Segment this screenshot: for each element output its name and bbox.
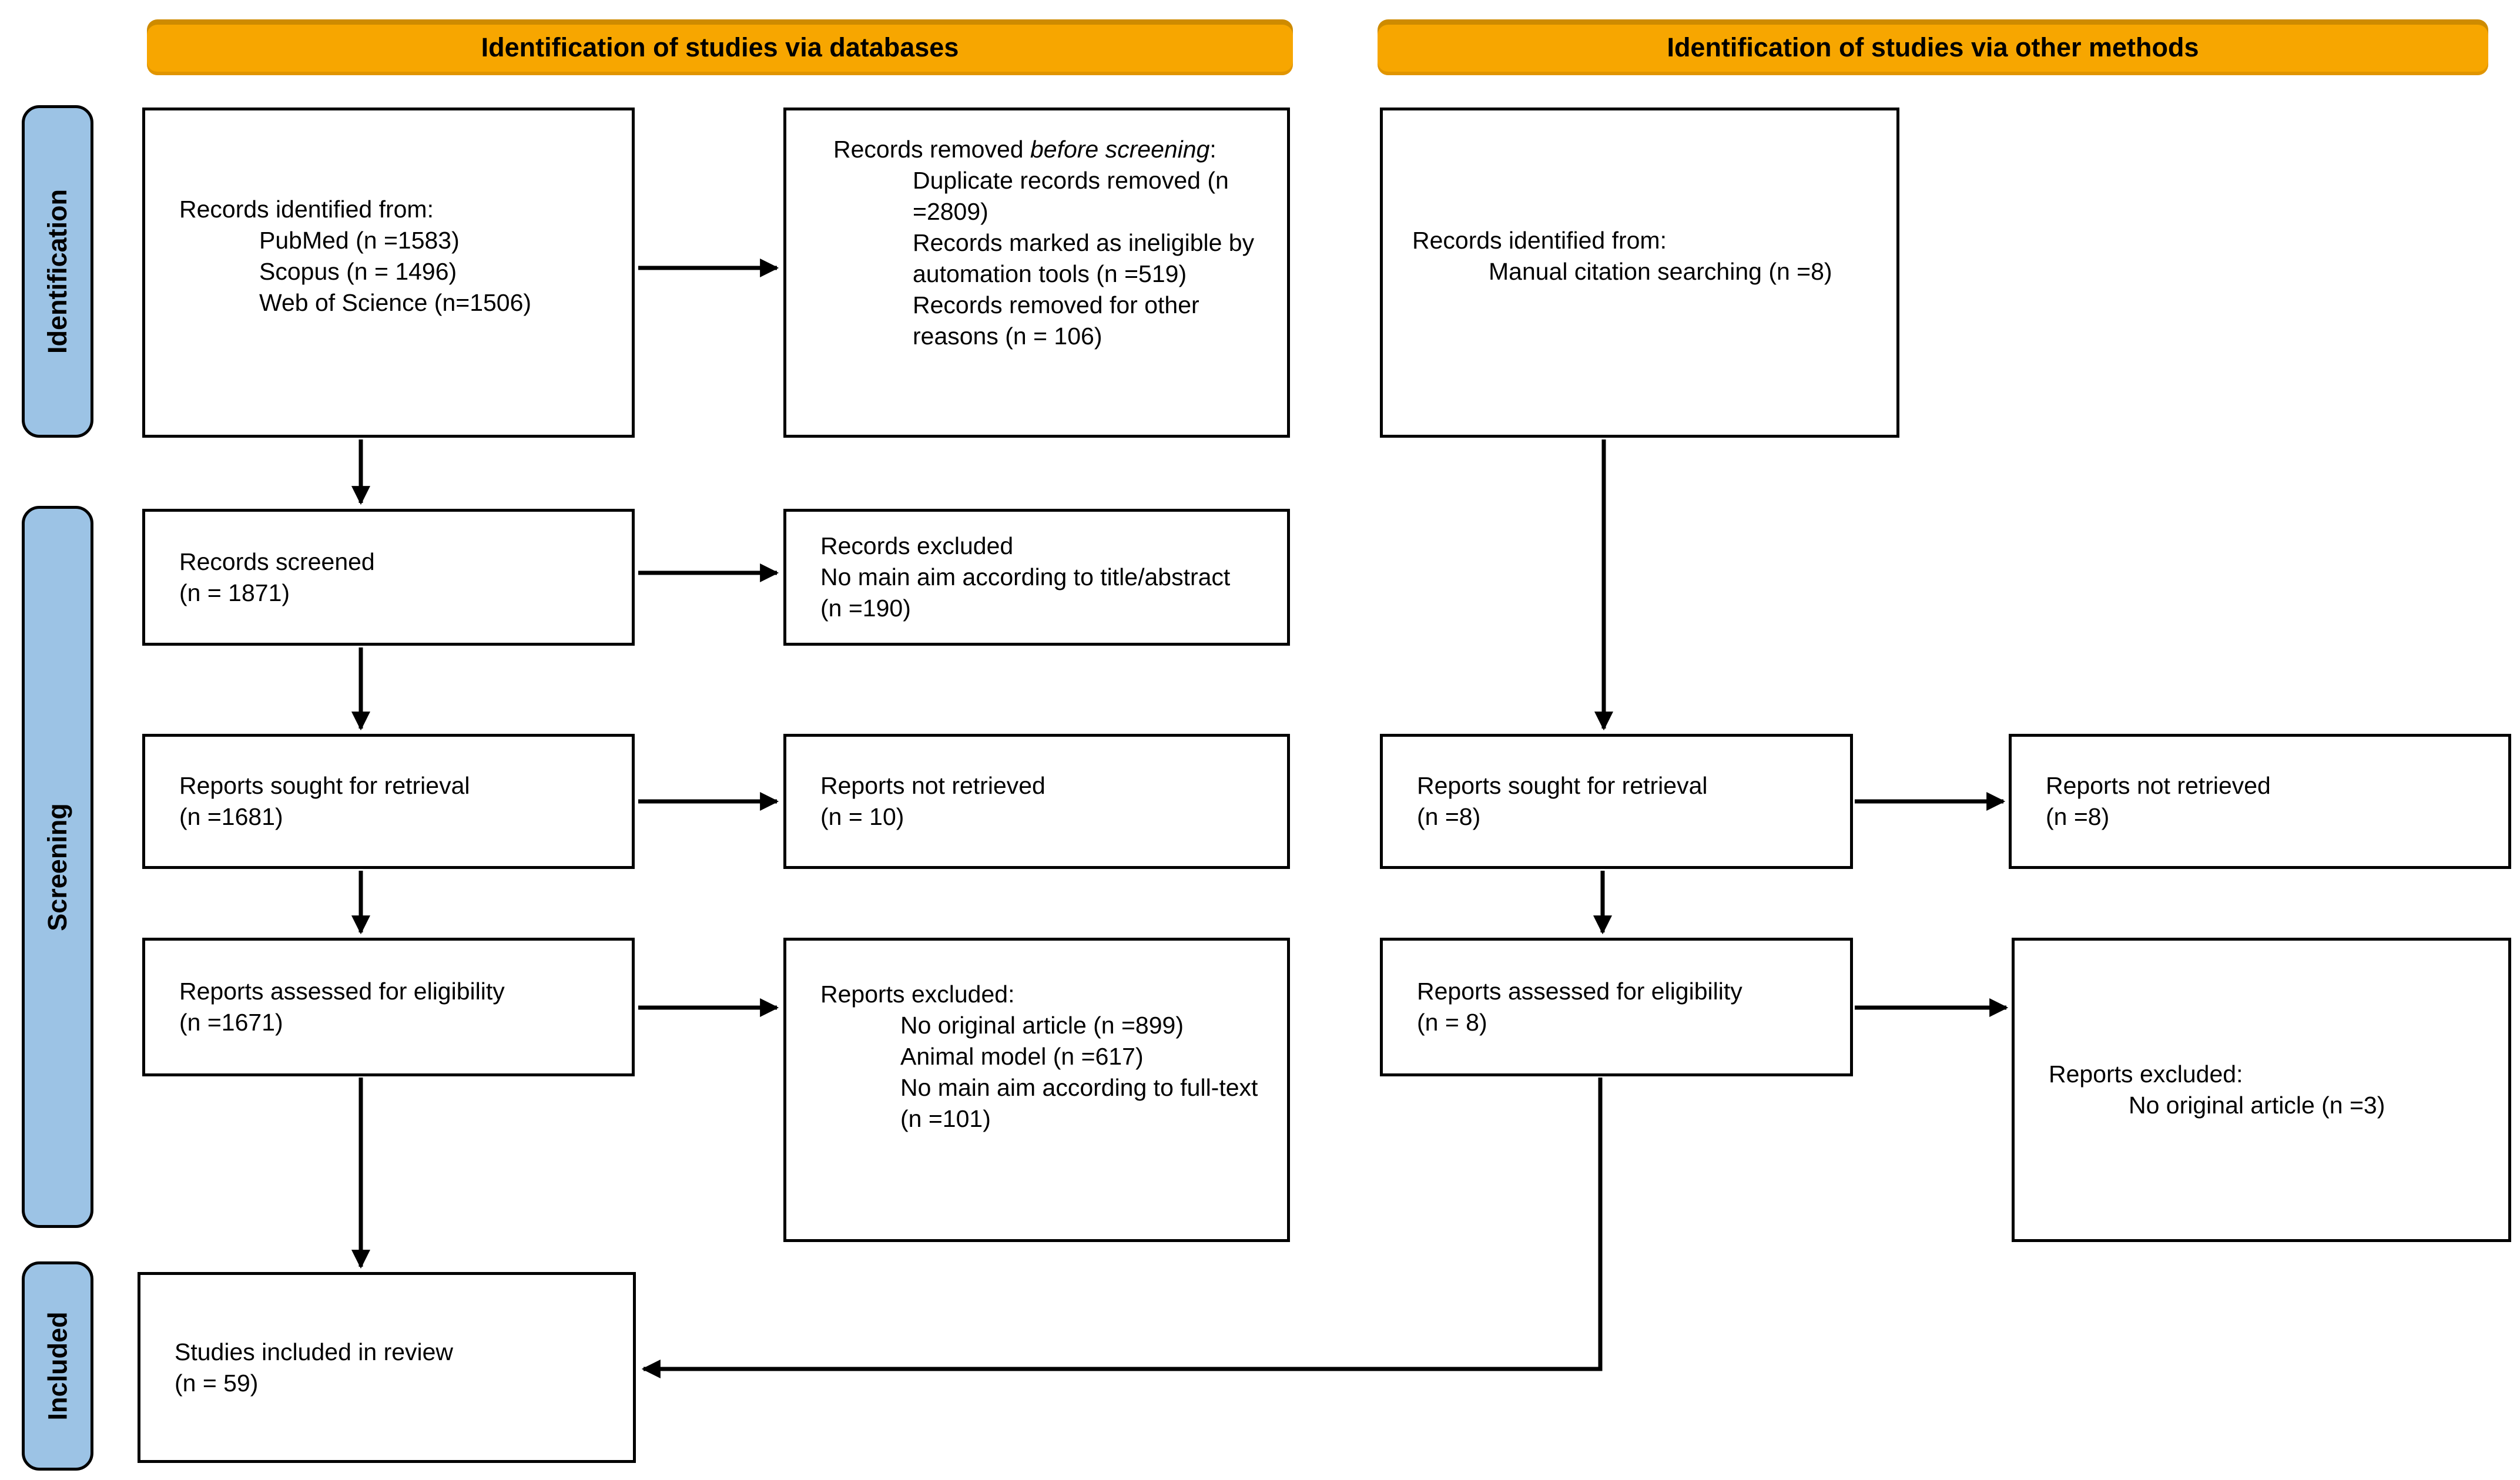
box-reports-excluded-other: Reports excluded: No original article (n… <box>2012 938 2511 1242</box>
box-title: Records identified from: <box>179 195 434 223</box>
excluded-item-animal-model: Animal model (n =617) <box>900 1043 1144 1070</box>
db-item-web-of-science: Web of Science (n=1506) <box>259 288 532 316</box>
box-line: Reports assessed for eligibility <box>179 978 505 1005</box>
box-line: Reports assessed for eligibility <box>1417 978 1742 1005</box>
sidebar-screening: Screening <box>22 506 93 1228</box>
box-records-excluded: Records excluded No main aim according t… <box>783 509 1290 646</box>
box-reports-assessed-databases: Reports assessed for eligibility (n =167… <box>142 938 635 1076</box>
box-count: (n =8) <box>1417 803 1481 830</box>
box-reports-not-retrieved-other: Reports not retrieved (n =8) <box>2009 734 2511 869</box>
removed-item-other-reasons: Records removed for other reasons (n = 1… <box>913 291 1199 350</box>
sidebar-identification: Identification <box>22 105 93 438</box>
box-title: Records removed before screening: <box>833 136 1217 163</box>
box-line: Reports sought for retrieval <box>179 772 470 799</box>
db-item-scopus: Scopus (n = 1496) <box>259 257 457 285</box>
box-count: (n = 8) <box>1417 1009 1487 1036</box>
box-count: (n = 59) <box>175 1369 259 1397</box>
box-records-screened: Records screened (n = 1871) <box>142 509 635 646</box>
box-count: (n = 10) <box>820 803 904 830</box>
box-line: Reports sought for retrieval <box>1417 772 1708 799</box>
box-count: (n =1671) <box>179 1009 283 1036</box>
box-records-removed-before-screening: Records removed before screening: Duplic… <box>783 108 1290 438</box>
box-reports-assessed-other: Reports assessed for eligibility (n = 8) <box>1380 938 1853 1076</box>
box-reports-excluded-databases: Reports excluded: No original article (n… <box>783 938 1290 1242</box>
box-title: Records identified from: <box>1412 226 1667 254</box>
box-line: Studies included in review <box>175 1338 454 1365</box>
box-records-identified-other: Records identified from: Manual citation… <box>1380 108 1899 438</box>
box-reports-sought-databases: Reports sought for retrieval (n =1681) <box>142 734 635 869</box>
arrow-other-assessed-to-included <box>641 1078 1603 1379</box>
box-line: Records screened <box>179 548 375 575</box>
db-item-pubmed: PubMed (n =1583) <box>259 226 460 254</box>
header-identification-via-databases: Identification of studies via databases <box>147 19 1293 75</box>
excluded-item-no-original-other: No original article (n =3) <box>2129 1092 2385 1119</box>
box-reports-sought-other: Reports sought for retrieval (n =8) <box>1380 734 1853 869</box>
box-reason: No main aim according to title/abstract … <box>820 563 1231 622</box>
excluded-item-no-original: No original article (n =899) <box>900 1012 1184 1039</box>
removed-item-duplicates: Duplicate records removed (n =2809) <box>913 167 1229 225</box>
removed-item-automation: Records marked as ineligible by automati… <box>913 229 1255 287</box>
box-studies-included: Studies included in review (n = 59) <box>138 1272 636 1463</box>
sidebar-included: Included <box>22 1261 93 1471</box>
excluded-item-no-main-aim: No main aim according to full-text (n =1… <box>900 1074 1258 1132</box>
box-line: Reports not retrieved <box>2046 772 2271 799</box>
box-count: (n =1681) <box>179 803 283 830</box>
box-line: Reports not retrieved <box>820 772 1045 799</box>
box-line: Records excluded <box>820 532 1014 559</box>
box-count: (n = 1871) <box>179 579 290 606</box>
box-count: (n =8) <box>2046 803 2110 830</box>
box-title: Reports excluded: <box>2049 1061 2243 1088</box>
box-reports-not-retrieved-databases: Reports not retrieved (n = 10) <box>783 734 1290 869</box>
box-title: Reports excluded: <box>820 981 1015 1008</box>
box-records-identified-databases: Records identified from: PubMed (n =1583… <box>142 108 635 438</box>
header-identification-via-other-methods: Identification of studies via other meth… <box>1378 19 2488 75</box>
other-item-manual-citation: Manual citation searching (n =8) <box>1489 257 1832 285</box>
